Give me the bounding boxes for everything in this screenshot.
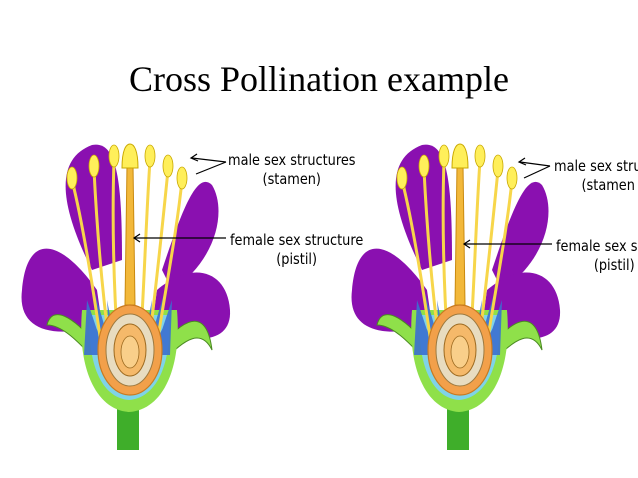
pistil-sub-label: (pistil) — [276, 250, 318, 268]
pistil-label-left: female sex structure (pistil) — [230, 231, 363, 269]
petal-left — [21, 248, 102, 332]
petal-back-left — [65, 144, 122, 270]
pistil-sub-label: (pistil) — [593, 256, 635, 274]
stamen-label: male sex structures — [228, 151, 356, 169]
flower-illustration — [21, 143, 231, 450]
ovule-core — [120, 335, 140, 369]
petal-back-right — [162, 181, 219, 290]
pistil-label: female sex structure — [230, 231, 364, 249]
stigma — [121, 143, 139, 169]
pistil-arrow-left — [132, 233, 226, 243]
page-title: Cross Pollination example — [129, 59, 509, 99]
anthers — [66, 144, 188, 190]
stamen-arrow-right — [517, 157, 551, 179]
pistil-arrow-right — [462, 239, 552, 249]
stamen-arrow-left — [189, 153, 227, 175]
pistil-style — [454, 164, 466, 306]
stamen-label: male sex stru — [554, 157, 638, 175]
petal-back-right — [492, 181, 549, 290]
flower-diagram-left — [21, 140, 232, 450]
stamen-label-right: male sex stru (stamen — [554, 157, 638, 195]
stamen-sub-label: (stamen) — [262, 170, 321, 188]
stamen-sub-label: (stamen — [581, 176, 635, 194]
stamen-label-left: male sex structures (stamen) — [228, 151, 356, 189]
flower-illustration — [351, 143, 561, 450]
stigma — [451, 143, 469, 169]
pistil-label: female sex s — [556, 237, 638, 255]
pistil-label-right: female sex s (pistil) — [556, 237, 637, 275]
anthers — [396, 144, 518, 190]
petal-back-left — [395, 144, 452, 270]
flower-diagram-right — [351, 140, 562, 450]
petal-left — [351, 248, 432, 332]
ovule-core — [450, 335, 470, 369]
